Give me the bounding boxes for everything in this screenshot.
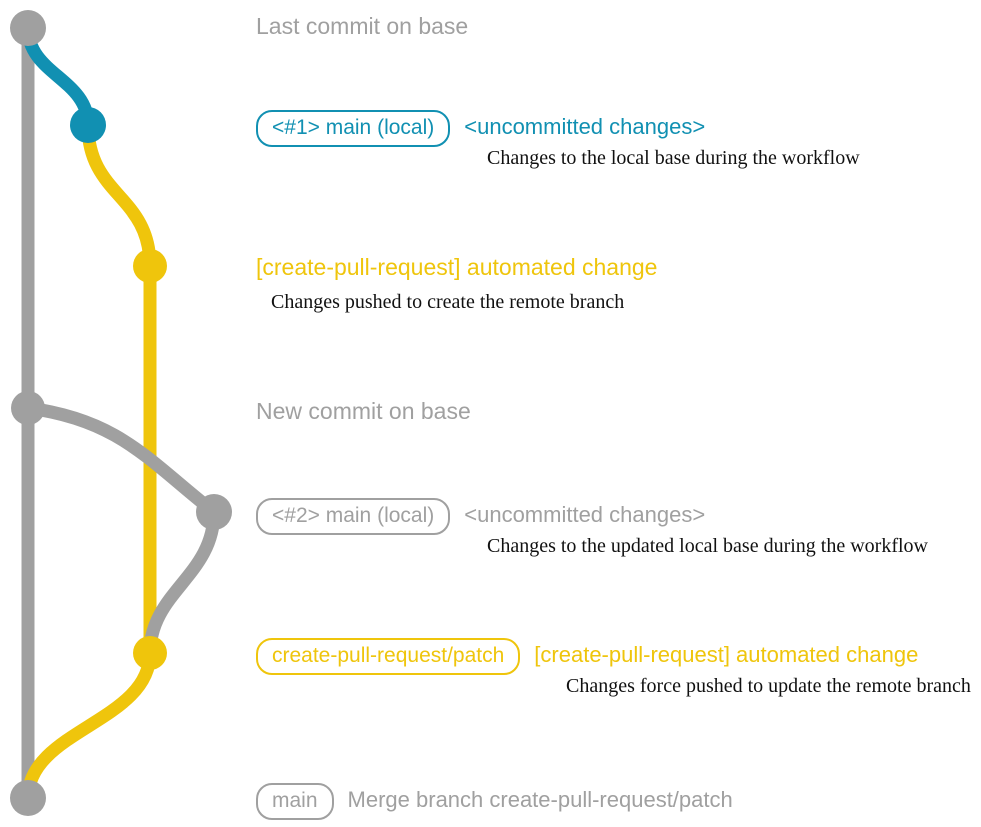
branch-pill-local-2[interactable]: <#2> main (local) [256,498,451,536]
commit-subject-remote-patch: [create-pull-request] automated change [534,642,919,667]
branch-pill-main[interactable]: main [256,783,334,821]
row-local-1: <#1> main (local) <uncommitted changes> [256,110,706,148]
node-merge [10,780,46,816]
branch-pill-local-1[interactable]: <#1> main (local) [256,110,451,148]
node-remote-1 [133,249,167,283]
note-remote-create: Changes pushed to create the remote bran… [271,291,625,313]
headline-remote-create: [create-pull-request] automated change [256,254,658,280]
row-remote-patch: create-pull-request/patch [create-pull-r… [256,638,919,676]
node-remote-2 [133,636,167,670]
commit-subject-merge: Merge branch create-pull-request/patch [347,787,733,812]
commit-subject-local-2: <uncommitted changes> [464,502,706,527]
node-base-new [11,391,45,425]
row-merge: main Merge branch create-pull-request/pa… [256,783,733,821]
note-remote-patch: Changes force pushed to update the remot… [566,675,971,697]
row-local-2: <#2> main (local) <uncommitted changes> [256,498,706,536]
branch-pill-create-pull-request-patch[interactable]: create-pull-request/patch [256,638,521,676]
headline-new-commit-on-base: New commit on base [256,398,471,424]
note-local-1: Changes to the local base during the wor… [487,147,860,169]
node-local-2 [196,494,232,530]
node-base-top [10,10,46,46]
note-local-2: Changes to the updated local base during… [487,535,928,557]
edge-local2-to-remote2 [143,505,221,660]
edge-local1-to-remote1 [81,118,157,273]
edge-remote2-to-merge [21,646,157,805]
headline-last-commit-on-base: Last commit on base [256,13,469,39]
commit-nodes [10,10,232,816]
edge-basenew-to-local2 [21,401,221,519]
node-local-1 [70,107,106,143]
commit-subject-local-1: <uncommitted changes> [464,114,706,139]
